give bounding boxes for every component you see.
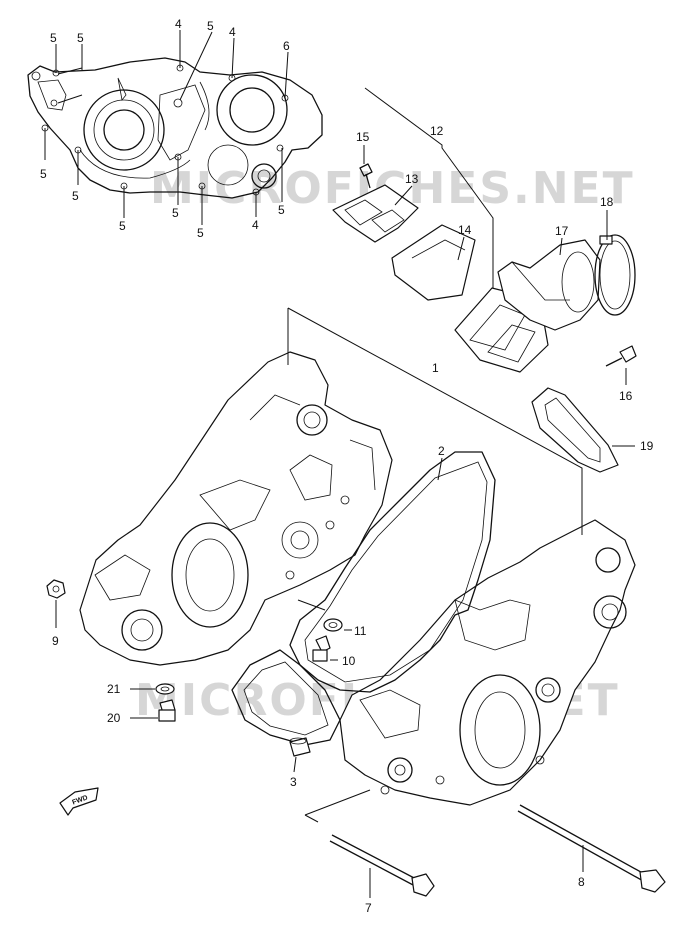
callout-1: 1 [432,361,439,375]
callout-5-e: 5 [72,189,79,203]
reed-leaders [363,145,635,447]
callout-21: 21 [107,682,121,696]
callout-17: 17 [555,224,569,238]
callout-5-h: 5 [197,226,204,240]
callout-19: 19 [640,439,654,453]
callout-14: 14 [458,223,472,237]
small-parts: FWD [46,579,666,897]
callout-5-g: 5 [172,206,179,220]
callout-5-a: 5 [50,31,57,45]
callout-6: 6 [283,39,290,53]
top-left-leaders [44,30,289,225]
reed-valve-group [332,87,637,473]
callout-5-c: 5 [207,19,214,33]
callout-4-b: 4 [229,25,236,39]
callout-3: 3 [290,775,297,789]
callout-11: 11 [354,624,367,638]
callout-5-b: 5 [77,31,84,45]
callout-4-c: 4 [252,218,259,232]
callout-20: 20 [107,711,121,725]
callout-5-d: 5 [40,167,47,181]
crankcase-assembly [79,351,636,806]
callout-labels: 5 5 4 5 4 6 5 5 5 5 5 4 5 12 15 13 14 17… [40,17,654,915]
callout-10: 10 [342,654,356,668]
callout-5-i: 5 [278,203,285,217]
callout-15: 15 [356,130,370,144]
callout-18: 18 [600,195,614,209]
callout-2: 2 [438,444,445,458]
callout-12: 12 [430,124,444,138]
callout-7: 7 [365,901,372,915]
callout-13: 13 [405,172,419,186]
callout-4-a: 4 [175,17,182,31]
main-leaders [55,307,584,898]
crankcase-cover-view [27,57,323,199]
callout-9: 9 [52,634,59,648]
callout-8: 8 [578,875,585,889]
callout-5-f: 5 [119,219,126,233]
callout-16: 16 [619,389,633,403]
